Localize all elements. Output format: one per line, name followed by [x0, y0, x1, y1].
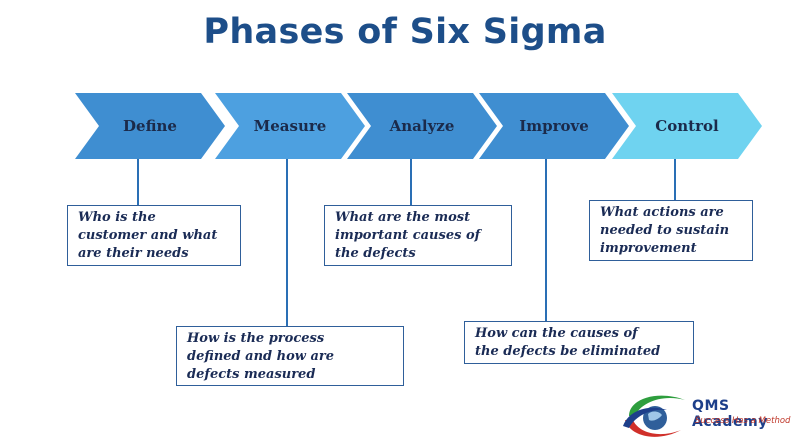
connector-define [137, 159, 139, 206]
phase-analyze-label: Analyze [389, 117, 455, 135]
question-define: Who is the customer and what are their n… [67, 205, 241, 266]
connector-analyze [410, 159, 412, 206]
question-measure: How is the process defined and how are d… [176, 326, 404, 386]
qms-academy-logo [623, 395, 685, 437]
question-define-line-1: Who is the [78, 210, 156, 225]
phase-measure: Measure [215, 93, 365, 159]
question-analyze: What are the most important causes of th… [324, 205, 512, 266]
question-improve: How can the causes of the defects be eli… [464, 321, 694, 364]
globe-icon-land [648, 411, 662, 421]
question-control: What actions are needed to sustain impro… [589, 200, 753, 261]
logo-red-swoosh [625, 420, 681, 437]
question-define-line-3: are their needs [78, 246, 189, 261]
question-analyze-line-3: the defects [335, 246, 416, 261]
connector-improve [545, 159, 547, 321]
question-define-line-2: customer and what [78, 228, 218, 243]
phase-control-label: Control [655, 117, 719, 135]
question-measure-line-1: How is the process [187, 331, 325, 346]
logo-name: QMS Academy [692, 398, 769, 430]
diagram-title: Phases of Six Sigma [203, 12, 607, 52]
phase-improve-label: Improve [519, 117, 589, 135]
logo-tagline: Success Has a Method [695, 416, 791, 426]
phase-control: Control [612, 93, 762, 159]
logo-blue-arc [623, 407, 667, 428]
question-measure-line-2: defined and how are [187, 349, 335, 364]
question-control-line-1: What actions are [600, 205, 724, 220]
logo-green-swoosh [629, 395, 685, 416]
phase-analyze: Analyze [347, 93, 497, 159]
question-analyze-line-2: important causes of [335, 228, 481, 243]
question-improve-line-2: the defects be eliminated [475, 344, 661, 359]
phase-measure-label: Measure [253, 117, 327, 135]
phase-define-label: Define [123, 117, 177, 135]
question-analyze-line-1: What are the most [335, 210, 471, 225]
question-control-line-2: needed to sustain [600, 223, 730, 238]
connector-control [674, 159, 676, 200]
question-improve-line-1: How can the causes of [475, 326, 638, 341]
connector-measure [286, 159, 288, 327]
question-measure-line-3: defects measured [187, 367, 316, 382]
phase-improve: Improve [479, 93, 629, 159]
phase-define: Define [75, 93, 225, 159]
question-control-line-3: improvement [600, 241, 697, 256]
